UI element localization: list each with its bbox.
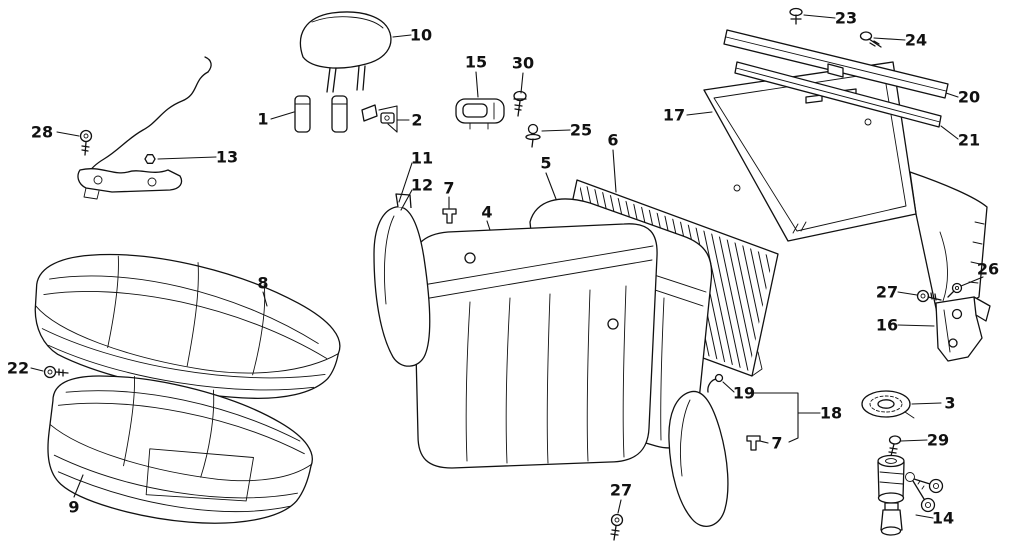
leader-line-15-5: [475, 71, 479, 98]
leader-line-17-17: [686, 111, 713, 116]
leader-line-16-24: [897, 324, 935, 327]
callout-29-29: 29: [927, 431, 949, 450]
leader-line-14-30: [915, 514, 934, 519]
screw-24-illustration: [859, 31, 882, 48]
callout-23-18: 23: [835, 9, 857, 28]
latch-16-illustration: [935, 296, 991, 362]
screw-30-illustration: [513, 90, 527, 117]
callout-7-28: 7: [771, 434, 782, 453]
bracket-line: [753, 392, 799, 443]
leader-line-13-1: [157, 156, 217, 160]
callout-16-24: 16: [876, 316, 898, 335]
leader-line-9-16: [73, 474, 84, 498]
leader-line-23-18: [803, 14, 836, 19]
callout-26-22: 26: [977, 260, 999, 279]
leader-line-7-28: [759, 440, 769, 444]
leader-line-4-13: [486, 220, 491, 231]
leader-line-5-9: [545, 172, 557, 200]
callout-10-4: 10: [410, 26, 432, 45]
cable-illustration: [77, 56, 212, 200]
seat-cushion-top-illustration: [34, 253, 341, 399]
callout-14-30: 14: [932, 509, 954, 528]
callout-1-2: 1: [257, 110, 268, 129]
screw-26-illustration: [947, 282, 963, 298]
grommet-3-illustration: [861, 390, 915, 419]
callout-8-14: 8: [257, 274, 268, 293]
bracket-line: [387, 123, 398, 133]
leader-line-27-31: [617, 499, 622, 514]
headrest-illustration: [299, 11, 392, 93]
bracket-line: [378, 105, 398, 111]
callout-19-26: 19: [733, 384, 755, 403]
leader-line-19-26: [722, 381, 735, 393]
callout-6-8: 6: [607, 131, 618, 150]
callout-20-20: 20: [958, 88, 980, 107]
bolt-22-illustration: [43, 365, 69, 379]
callout-9-16: 9: [68, 498, 79, 517]
callout-2-3: 2: [411, 111, 422, 130]
seat-cushion-lower-illustration: [47, 375, 313, 524]
callout-3-25: 3: [944, 394, 955, 413]
callout-25-7: 25: [570, 121, 592, 140]
leader-line-29-29: [900, 439, 928, 442]
headrest-guide-illustrations: [294, 95, 395, 133]
leader-line-28-0: [56, 131, 80, 137]
callout-30-6: 30: [512, 54, 534, 73]
leader-line-21-21: [940, 125, 959, 140]
clip-7-lower-illustration: [746, 435, 761, 451]
callout-11-10: 11: [411, 149, 433, 168]
leader-line-11-10: [398, 162, 413, 203]
bolt-28-illustration: [79, 129, 93, 156]
leader-line-3-25: [911, 402, 942, 405]
callout-18-27: 18: [820, 404, 842, 423]
leader-line-27-23: [897, 291, 918, 296]
callout-4-13: 4: [481, 203, 492, 222]
leader-line-1-2: [270, 111, 295, 120]
callout-22-15: 22: [7, 359, 29, 378]
leader-line-25-7: [541, 129, 571, 132]
clip-23-illustration: [789, 7, 803, 25]
callout-28-0: 28: [31, 123, 53, 142]
clip-25-illustration: [525, 123, 541, 148]
leader-line-6-8: [612, 149, 617, 193]
right-bolster-illustration: [668, 373, 729, 527]
callout-17-17: 17: [663, 106, 685, 125]
leader-line-10-4: [392, 34, 412, 38]
bolt-27-right-illustration: [916, 289, 942, 303]
callout-13-1: 13: [216, 148, 238, 167]
leader-line-8-14: [262, 291, 268, 307]
callout-24-19: 24: [905, 31, 927, 50]
screw-29-illustration: [888, 435, 902, 457]
leader-line-12-11: [400, 189, 413, 211]
window-molding-illustrations: [723, 29, 949, 128]
callout-5-9: 5: [540, 154, 551, 173]
left-bolster-illustration: [373, 193, 431, 367]
callout-12-11: 12: [411, 176, 433, 195]
lock-cylinder-illustration: [877, 454, 944, 536]
callout-27-23: 27: [876, 283, 898, 302]
leader-line-22-15: [30, 367, 44, 372]
callout-15-5: 15: [465, 53, 487, 72]
seat-back-cushion-illustration: [412, 223, 658, 469]
leader-line-20-20: [945, 92, 959, 98]
leader-line-26-22: [960, 276, 984, 287]
bolt-27-lower-illustration: [610, 513, 624, 541]
leader-line-24-19: [873, 37, 906, 41]
callout-27-31: 27: [610, 481, 632, 500]
callout-7-12: 7: [443, 179, 454, 198]
leader-line-30-6: [520, 72, 524, 94]
clip-7-upper-illustration: [442, 208, 457, 224]
callout-21-21: 21: [958, 131, 980, 150]
latch-15-illustration: [455, 98, 505, 130]
